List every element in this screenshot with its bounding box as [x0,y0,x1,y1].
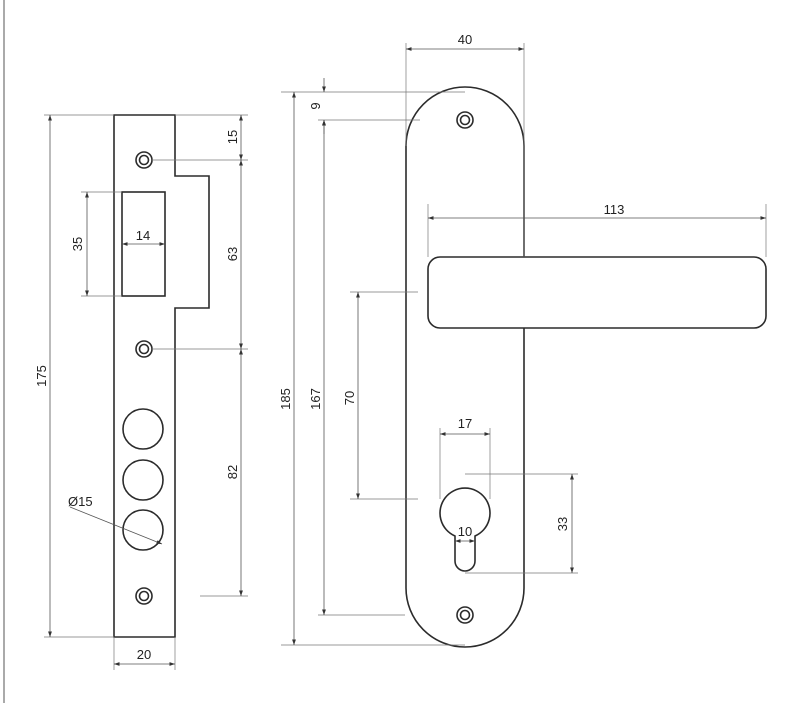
dim-label-d15: Ø15 [68,494,93,509]
strike-plate: 175 35 14 15 63 82 Ø15 20 [34,114,248,670]
dim-label-40: 40 [458,32,472,47]
handle-backplate-outline [405,86,525,648]
strike-plate-outline [113,114,210,638]
dim-label-63: 63 [225,247,240,261]
dim-label-82: 82 [225,465,240,479]
dim-label-33: 33 [555,517,570,531]
dim-label-10: 10 [458,524,472,539]
dim-label-17: 17 [458,416,472,431]
lever-handle [427,256,767,329]
dim-label-70: 70 [342,391,357,405]
dim-label-9: 9 [308,102,323,109]
bolt-hole-2 [122,459,164,501]
bolt-hole-1 [122,408,164,450]
screw-hole-bottom [135,587,153,605]
dim-label-20: 20 [137,647,151,662]
dim-label-15: 15 [225,130,240,144]
dim-label-167: 167 [308,388,323,410]
screw-hole-middle [135,340,153,358]
dim-label-14: 14 [136,228,150,243]
dim-label-175: 175 [34,365,49,387]
screw-hole-top [135,151,153,169]
screw-hole-plate-bottom [456,606,474,624]
dim-label-113: 113 [604,202,625,217]
dim-leader-d15 [69,506,163,545]
handle-plate: 40 185 167 9 70 113 17 33 [278,32,767,648]
bolt-hole-3 [122,509,164,551]
cylinder-cutout [439,487,491,572]
dim-label-185: 185 [278,388,293,410]
screw-hole-plate-top [456,111,474,129]
dim-label-35: 35 [70,237,85,251]
